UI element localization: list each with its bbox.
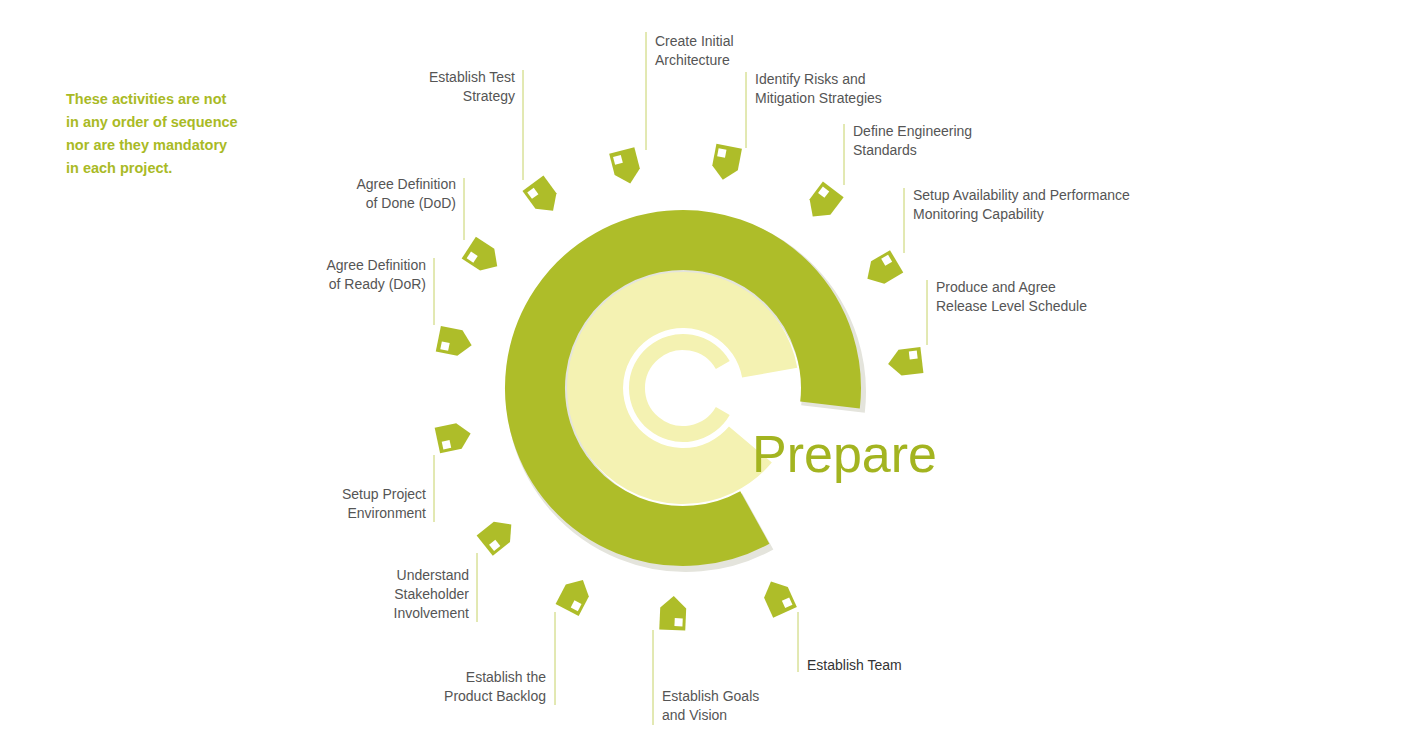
tag-shape (477, 514, 520, 556)
tag-square (527, 188, 538, 199)
phase-title: Prepare (752, 426, 937, 482)
tag-square (571, 600, 582, 611)
activity-tag (435, 421, 474, 454)
activity-tag (659, 595, 686, 630)
tag-square (613, 155, 623, 165)
tag-square (440, 341, 449, 350)
activity-label: Understand Stakeholder Involvement (381, 566, 469, 623)
tag-shape (462, 237, 505, 277)
tag-square (909, 351, 918, 360)
tag-shape (609, 147, 643, 186)
activity-tag (710, 144, 742, 182)
activity-label: Setup Project Environment (328, 485, 426, 523)
leader-line (844, 124, 845, 185)
tag-square (674, 618, 682, 626)
tag-shape (710, 144, 742, 182)
activity-label: Establish Goals and Vision (662, 687, 770, 725)
activity-label: Identify Risks and Mitigation Strategies (755, 70, 910, 108)
outer-ring (535, 240, 831, 536)
leader-line (477, 553, 478, 622)
tag-shape (759, 576, 797, 618)
tag-square (489, 540, 500, 551)
tag-shape (556, 574, 595, 616)
leader-line (464, 178, 465, 240)
activity-tag (436, 326, 474, 358)
leader-line (434, 258, 435, 325)
activity-label: Establish Test Strategy (425, 68, 515, 106)
leader-line (523, 70, 524, 180)
activity-label: Define Engineering Standards (853, 122, 993, 160)
tag-shape (435, 421, 474, 454)
activity-tag (609, 147, 643, 186)
tag-square (782, 597, 793, 608)
tag-square (467, 252, 478, 263)
activity-tag (861, 250, 904, 290)
tag-square (717, 148, 726, 157)
inner-pale-ring (637, 342, 723, 434)
leader-line (555, 612, 556, 705)
leader-line (927, 280, 928, 345)
activity-label: Create Initial Architecture (655, 32, 755, 70)
tag-shape (659, 595, 686, 630)
activity-label: Agree Definition of Done (DoD) (341, 175, 456, 213)
leader-line (798, 612, 799, 672)
activity-tag (887, 347, 924, 377)
activity-tag (522, 176, 563, 219)
activity-label: Establish Team (807, 656, 902, 675)
leader-line (746, 72, 747, 148)
activity-tag (802, 182, 843, 225)
activity-tag (556, 574, 595, 616)
tag-shape (887, 347, 924, 377)
activity-label: Establish the Product Backlog (434, 668, 546, 706)
activity-tag (759, 576, 797, 618)
leader-line (434, 455, 435, 522)
activity-tag (462, 237, 505, 277)
leader-line (904, 188, 905, 253)
activity-tag (477, 514, 520, 556)
tag-square (442, 440, 451, 449)
tag-shape (861, 250, 904, 290)
tag-shape (436, 326, 474, 358)
tag-shape (522, 176, 563, 219)
leader-line (653, 630, 654, 725)
tag-square (881, 255, 892, 266)
tag-shape (802, 182, 843, 225)
activity-label: Agree Definition of Ready (DoR) (311, 256, 426, 294)
activity-label: Setup Availability and Performance Monit… (913, 186, 1163, 224)
tag-square (818, 187, 829, 198)
note-text: These activities are not in any order of… (66, 88, 238, 180)
activity-label: Produce and Agree Release Level Schedule (936, 278, 1101, 316)
pale-ring (595, 300, 770, 476)
leader-line (646, 32, 647, 150)
